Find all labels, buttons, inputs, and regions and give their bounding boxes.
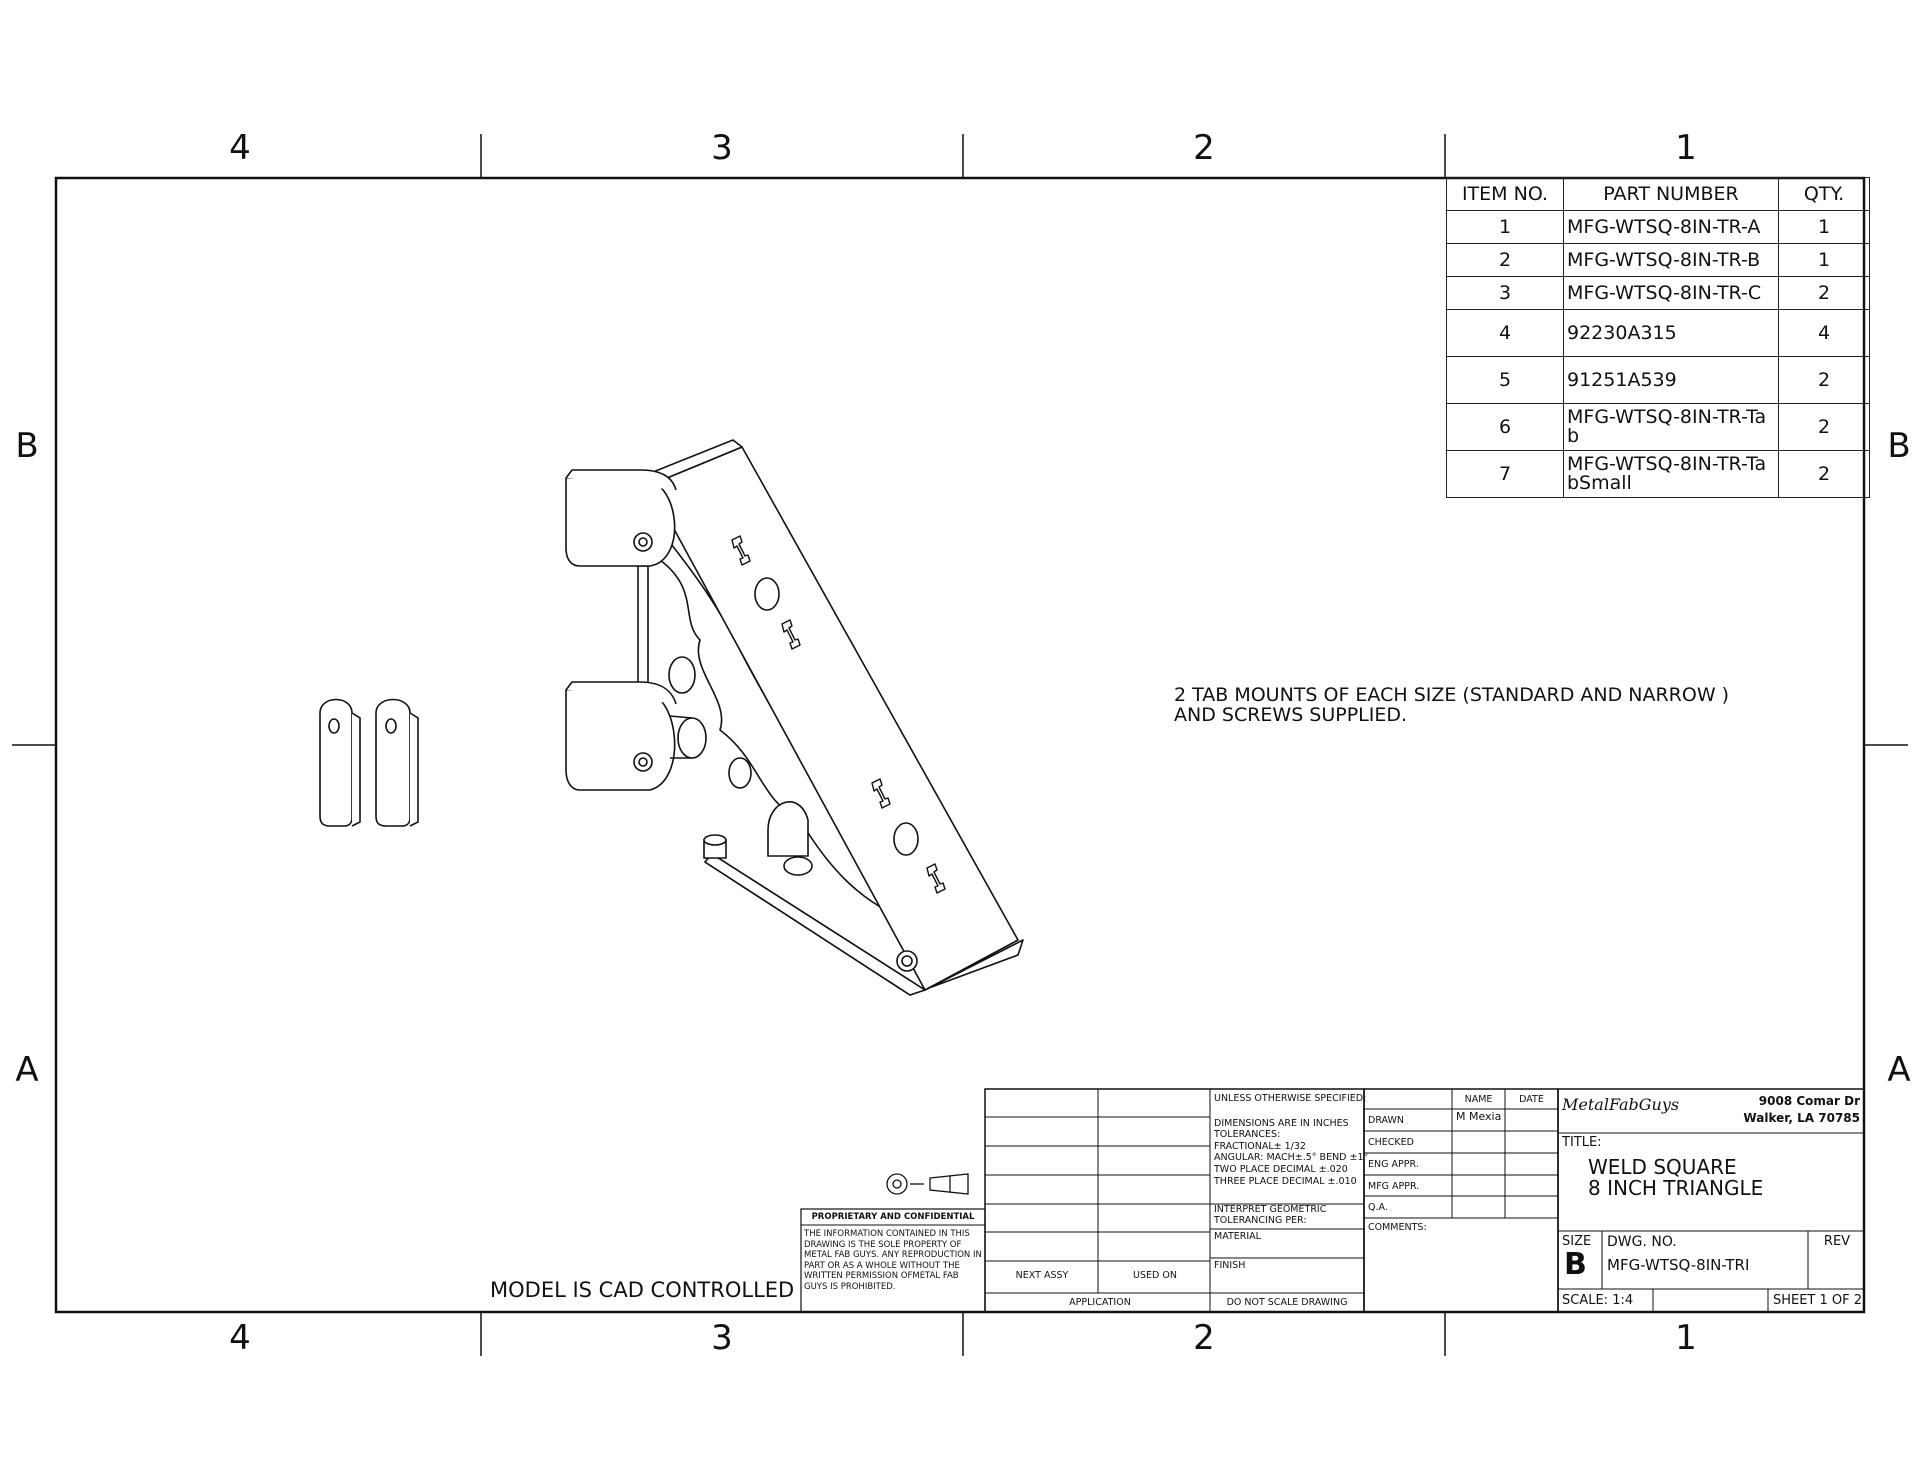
company-address-2: Walker, LA 70785 <box>1743 1111 1860 1125</box>
bom-part: MFG-WTSQ-8IN-TR-A <box>1563 210 1779 244</box>
comments-label: COMMENTS: <box>1368 1222 1427 1233</box>
assembly-isometric-view <box>565 439 1024 996</box>
bom-qty: 2 <box>1778 356 1870 404</box>
bom-row: 5 91251A539 2 <box>1446 356 1870 404</box>
tol-two-place: TWO PLACE DECIMAL ±.020 <box>1214 1164 1348 1175</box>
bom-item: 7 <box>1446 450 1564 498</box>
dwg-no-label: DWG. NO. <box>1607 1234 1677 1250</box>
company-address-1: 9008 Comar Dr <box>1758 1094 1860 1108</box>
name-header: NAME <box>1464 1094 1493 1105</box>
material-label: MATERIAL <box>1214 1231 1261 1242</box>
unless-specified: UNLESS OTHERWISE SPECIFIED: <box>1214 1093 1367 1104</box>
eng-appr-label: ENG APPR. <box>1368 1159 1419 1170</box>
finish-label: FINISH <box>1214 1260 1246 1271</box>
sheet-label: SHEET 1 OF 2 <box>1772 1293 1862 1308</box>
loose-tabs-view <box>319 698 419 827</box>
bom-part: 92230A315 <box>1563 309 1779 357</box>
bom-header-item: ITEM NO. <box>1446 177 1564 211</box>
bom-item: 4 <box>1446 309 1564 357</box>
zone-col-2-bottom: 2 <box>1193 1318 1215 1358</box>
drawn-name: M Mexia <box>1456 1110 1502 1123</box>
bom-part: MFG-WTSQ-8IN-TR-B <box>1563 243 1779 277</box>
drawing-title-line-1: WELD SQUARE <box>1588 1155 1737 1179</box>
rev-label: REV <box>1823 1234 1851 1249</box>
model-cad-note: MODEL IS CAD CONTROLLED <box>490 1278 795 1302</box>
bill-of-materials: ITEM NO. PART NUMBER QTY. 1 MFG-WTSQ-8IN… <box>1446 177 1870 498</box>
bom-item: 3 <box>1446 276 1564 310</box>
qa-label: Q.A. <box>1368 1202 1388 1213</box>
zone-col-2-top: 2 <box>1193 128 1215 168</box>
drawn-label: DRAWN <box>1368 1115 1405 1126</box>
bom-row: 2 MFG-WTSQ-8IN-TR-B 1 <box>1446 243 1870 277</box>
dwg-no-value: MFG-WTSQ-8IN-TRI <box>1607 1256 1750 1274</box>
bom-qty: 4 <box>1778 309 1870 357</box>
tol-three-place: THREE PLACE DECIMAL ±.010 <box>1214 1176 1357 1187</box>
zone-row-b-right: B <box>1887 426 1911 466</box>
next-assy-label: NEXT ASSY <box>1015 1270 1069 1281</box>
zone-row-b-left: B <box>15 426 39 466</box>
bom-qty: 1 <box>1778 243 1870 277</box>
bom-item: 5 <box>1446 356 1564 404</box>
zone-col-3-bottom: 3 <box>711 1318 733 1358</box>
size-value: B <box>1564 1247 1587 1282</box>
bom-row: 7 MFG-WTSQ-8IN-TR-TabSmall 2 <box>1446 450 1870 498</box>
zone-col-4-bottom: 4 <box>229 1318 251 1358</box>
title-label: TITLE: <box>1562 1135 1602 1150</box>
bom-part: MFG-WTSQ-8IN-TR-Tab <box>1563 403 1779 451</box>
zone-col-1-top: 1 <box>1675 128 1697 168</box>
zone-row-a-right: A <box>1887 1050 1911 1090</box>
bom-row: 6 MFG-WTSQ-8IN-TR-Tab 2 <box>1446 403 1870 451</box>
proprietary-heading: PROPRIETARY AND CONFIDENTIAL <box>811 1212 975 1222</box>
bom-part: MFG-WTSQ-8IN-TR-TabSmall <box>1563 450 1779 498</box>
bom-qty: 2 <box>1778 450 1870 498</box>
bom-item: 2 <box>1446 243 1564 277</box>
bom-header-row: ITEM NO. PART NUMBER QTY. <box>1446 177 1870 211</box>
drawing-note: 2 TAB MOUNTS OF EACH SIZE (STANDARD AND … <box>1174 684 1730 726</box>
bom-part: MFG-WTSQ-8IN-TR-C <box>1563 276 1779 310</box>
zone-col-3-top: 3 <box>711 128 733 168</box>
checked-label: CHECKED <box>1368 1137 1414 1148</box>
application-label: APPLICATION <box>1069 1297 1131 1308</box>
tolerances-label: TOLERANCES: <box>1214 1129 1281 1140</box>
projection-symbol-icon <box>886 1173 969 1195</box>
company-logo: MetalFabGuys <box>1562 1095 1680 1114</box>
zone-row-a-left: A <box>15 1050 39 1090</box>
date-header: DATE <box>1519 1094 1544 1105</box>
bom-row: 4 92230A315 4 <box>1446 309 1870 357</box>
tol-angular: ANGULAR: MACH±.5° BEND ±1° <box>1214 1152 1369 1163</box>
do-not-scale: DO NOT SCALE DRAWING <box>1226 1297 1348 1308</box>
tol-fractional: FRACTIONAL± 1/32 <box>1214 1141 1306 1152</box>
zone-col-1-bottom: 1 <box>1675 1318 1697 1358</box>
bom-part: 91251A539 <box>1563 356 1779 404</box>
bom-header-part: PART NUMBER <box>1563 177 1779 211</box>
size-label: SIZE <box>1562 1234 1592 1249</box>
bom-item: 1 <box>1446 210 1564 244</box>
dims-in-inches: DIMENSIONS ARE IN INCHES <box>1214 1118 1349 1129</box>
bom-item: 6 <box>1446 403 1564 451</box>
used-on-label: USED ON <box>1133 1270 1177 1281</box>
bom-row: 1 MFG-WTSQ-8IN-TR-A 1 <box>1446 210 1870 244</box>
mfg-appr-label: MFG APPR. <box>1368 1181 1420 1192</box>
scale-label: SCALE: 1:4 <box>1562 1293 1634 1308</box>
proprietary-body: THE INFORMATION CONTAINED IN THIS DRAWIN… <box>804 1229 982 1292</box>
bom-row: 3 MFG-WTSQ-8IN-TR-C 2 <box>1446 276 1870 310</box>
bom-qty: 1 <box>1778 210 1870 244</box>
bom-qty: 2 <box>1778 403 1870 451</box>
bom-header-qty: QTY. <box>1778 177 1870 211</box>
bom-qty: 2 <box>1778 276 1870 310</box>
drawing-title-line-2: 8 INCH TRIANGLE <box>1588 1176 1764 1200</box>
interpret-geometric: INTERPRET GEOMETRIC TOLERANCING PER: <box>1214 1204 1327 1226</box>
zone-col-4-top: 4 <box>229 128 251 168</box>
